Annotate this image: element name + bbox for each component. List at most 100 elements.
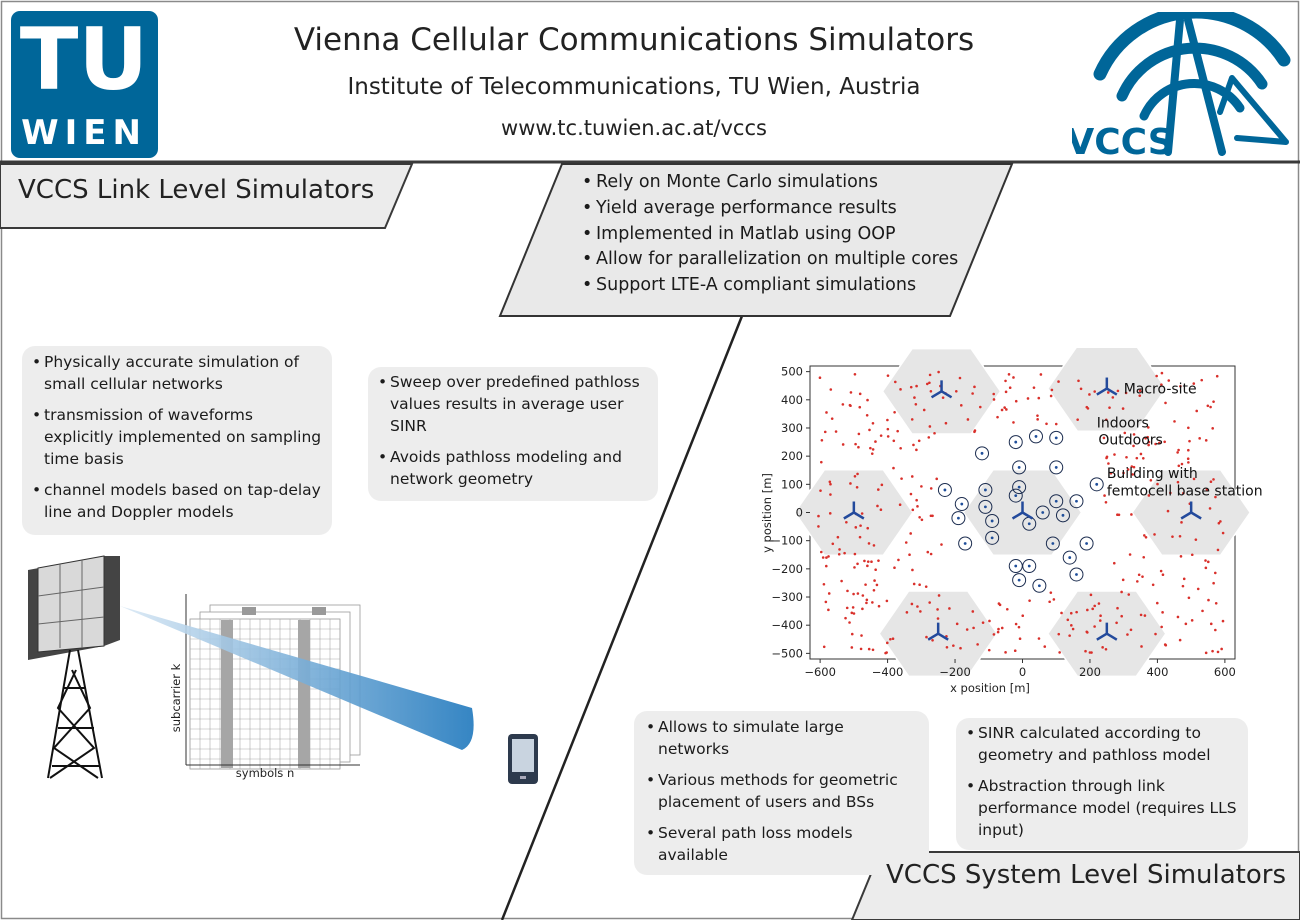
user-point	[853, 566, 856, 569]
user-point	[927, 436, 931, 439]
user-point	[841, 443, 845, 446]
femtocell-center	[983, 488, 987, 492]
user-point	[849, 482, 852, 485]
antenna-panel-icon	[28, 555, 120, 660]
user-point	[817, 525, 820, 528]
user-point	[1220, 647, 1223, 651]
chart-annotation: Outdoors	[1098, 432, 1162, 448]
user-point	[904, 541, 908, 544]
user-point	[924, 585, 928, 588]
user-point	[987, 648, 991, 652]
femtocell-marker	[975, 446, 990, 461]
user-point	[865, 601, 868, 605]
user-point	[1167, 379, 1171, 382]
user-point	[870, 560, 873, 563]
femtocell-center	[963, 542, 967, 545]
user-point	[912, 582, 916, 586]
user-point	[1155, 601, 1159, 605]
user-point	[1204, 651, 1208, 655]
femtocell-center	[1054, 499, 1058, 503]
femtocell-marker	[985, 530, 1000, 545]
user-point	[911, 568, 914, 572]
user-point	[1000, 626, 1004, 630]
list-item: Physically accurate simulation of small …	[32, 351, 322, 395]
user-point	[828, 512, 832, 515]
femtocell-marker	[1049, 460, 1064, 475]
user-point	[948, 607, 951, 610]
user-point	[879, 508, 883, 512]
user-point	[870, 452, 874, 455]
grid-y-label: subcarrier k	[169, 663, 183, 732]
user-point	[872, 588, 876, 592]
signal-arc-middle-icon	[1116, 42, 1268, 102]
user-point	[1127, 593, 1131, 596]
list-item: transmission of waveforms explicitly imp…	[32, 404, 322, 470]
femtocell-center	[1095, 482, 1099, 486]
user-point	[913, 396, 916, 399]
user-point	[861, 594, 865, 597]
user-point	[952, 644, 955, 647]
user-point	[1176, 615, 1180, 619]
user-point	[1216, 548, 1220, 552]
user-point	[1187, 448, 1190, 452]
user-point	[1187, 426, 1190, 430]
user-point	[1026, 397, 1030, 400]
vccs-logo: VCCS	[1072, 12, 1291, 162]
femtocell-marker	[1049, 494, 1064, 509]
user-point	[1180, 462, 1184, 466]
femtocell-center	[1054, 466, 1058, 469]
macro-site-icon	[843, 501, 865, 520]
user-point	[1018, 637, 1022, 641]
user-point	[1066, 618, 1070, 622]
macro-site-icon	[1011, 501, 1034, 520]
user-point	[1138, 389, 1142, 393]
user-point	[880, 483, 884, 487]
user-point	[1086, 608, 1089, 612]
user-point	[1212, 400, 1215, 403]
user-point	[1037, 396, 1041, 400]
user-point	[871, 648, 875, 652]
user-point	[973, 430, 976, 434]
user-point	[1186, 457, 1190, 461]
user-point	[1084, 649, 1087, 653]
user-point	[845, 520, 848, 524]
femtocell-marker	[937, 482, 952, 497]
user-point	[836, 535, 840, 539]
user-point	[937, 594, 941, 597]
list-item: SINR calculated according to geometry an…	[966, 722, 1238, 766]
user-point	[1071, 627, 1075, 631]
user-point	[1156, 482, 1159, 486]
x-tick-label: −200	[939, 665, 971, 679]
user-point	[992, 398, 996, 401]
user-point	[1105, 418, 1108, 422]
user-point	[929, 389, 933, 393]
user-point	[899, 388, 902, 391]
list-item: Several path loss models available	[646, 822, 919, 866]
poster-subtitle: Institute of Telecommunications, TU Wien…	[347, 74, 921, 100]
femtocell-center	[1068, 556, 1072, 559]
user-point	[874, 440, 877, 443]
y-tick-label: −500	[771, 646, 803, 660]
sls-section-title: VCCS System Level Simulators	[886, 860, 1287, 890]
y-tick-label: −200	[771, 562, 803, 576]
user-point	[1178, 534, 1182, 538]
user-point	[856, 562, 859, 566]
user-point	[1120, 614, 1123, 618]
femtocell-layer	[937, 429, 1104, 593]
user-point	[1070, 624, 1073, 627]
user-point	[866, 526, 870, 530]
y-tick-label: 300	[781, 421, 803, 435]
femtocell-center	[1034, 435, 1038, 438]
user-point	[871, 448, 875, 451]
user-point	[885, 641, 889, 645]
user-point	[1049, 394, 1053, 398]
project-url[interactable]: www.tc.tuwien.ac.at/vccs	[501, 116, 767, 140]
signal-arc-inner-icon	[1139, 78, 1245, 121]
user-point	[817, 514, 820, 518]
gear-arm-icon	[1217, 75, 1289, 145]
femtocell-center	[957, 516, 960, 520]
user-point	[929, 514, 933, 518]
femtocell-marker	[1032, 578, 1047, 593]
